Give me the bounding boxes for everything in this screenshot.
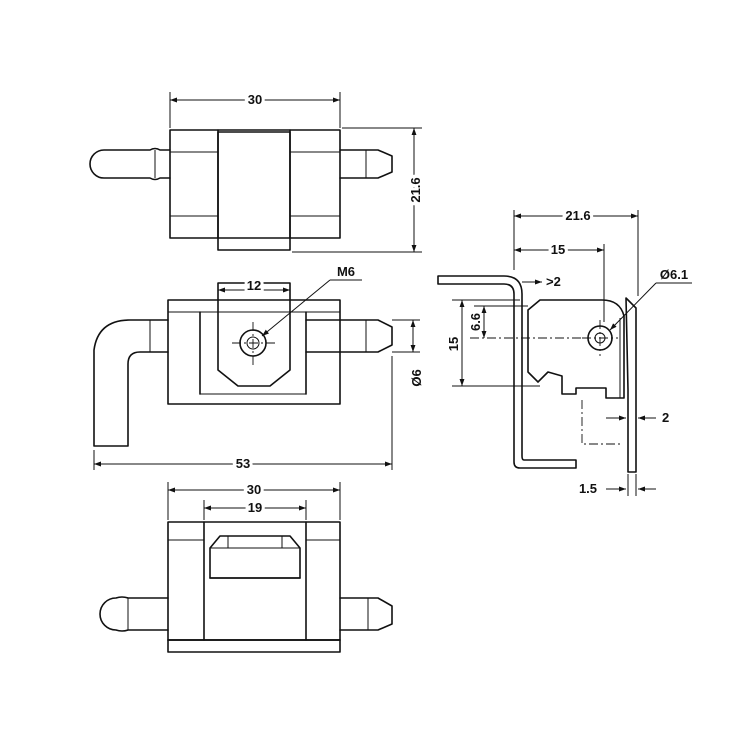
dim-top-width: 30 [248,92,262,107]
front-view: M6 12 Ø6 53 [93,264,424,474]
dim-side-offset: >2 [546,274,561,289]
dim-bottom-inner-width: 19 [248,500,262,515]
dim-bottom-width: 30 [247,482,261,497]
dim-side-height-15: 15 [446,337,461,351]
dim-side-hole-position: 15 [551,242,565,257]
label-thread-m6: M6 [337,264,355,279]
top-view: 30 21.6 [89,89,426,253]
dim-front-slot-width: 12 [247,278,261,293]
dim-side-width: 21.6 [565,208,590,223]
dim-side-height-6-6: 6.6 [468,313,483,331]
dim-side-hole-diameter: Ø6.1 [660,267,688,282]
dim-side-thickness: 1.5 [579,481,597,496]
side-view: 21.6 15 >2 Ø6.1 6.6 15 2 1.5 [437,205,692,496]
bottom-view: 30 19 [99,479,393,653]
dim-overall-length: 53 [236,456,250,471]
dim-top-height: 21.6 [408,177,423,202]
dim-side-gap: 2 [662,410,669,425]
dim-pin-diameter: Ø6 [409,369,424,386]
